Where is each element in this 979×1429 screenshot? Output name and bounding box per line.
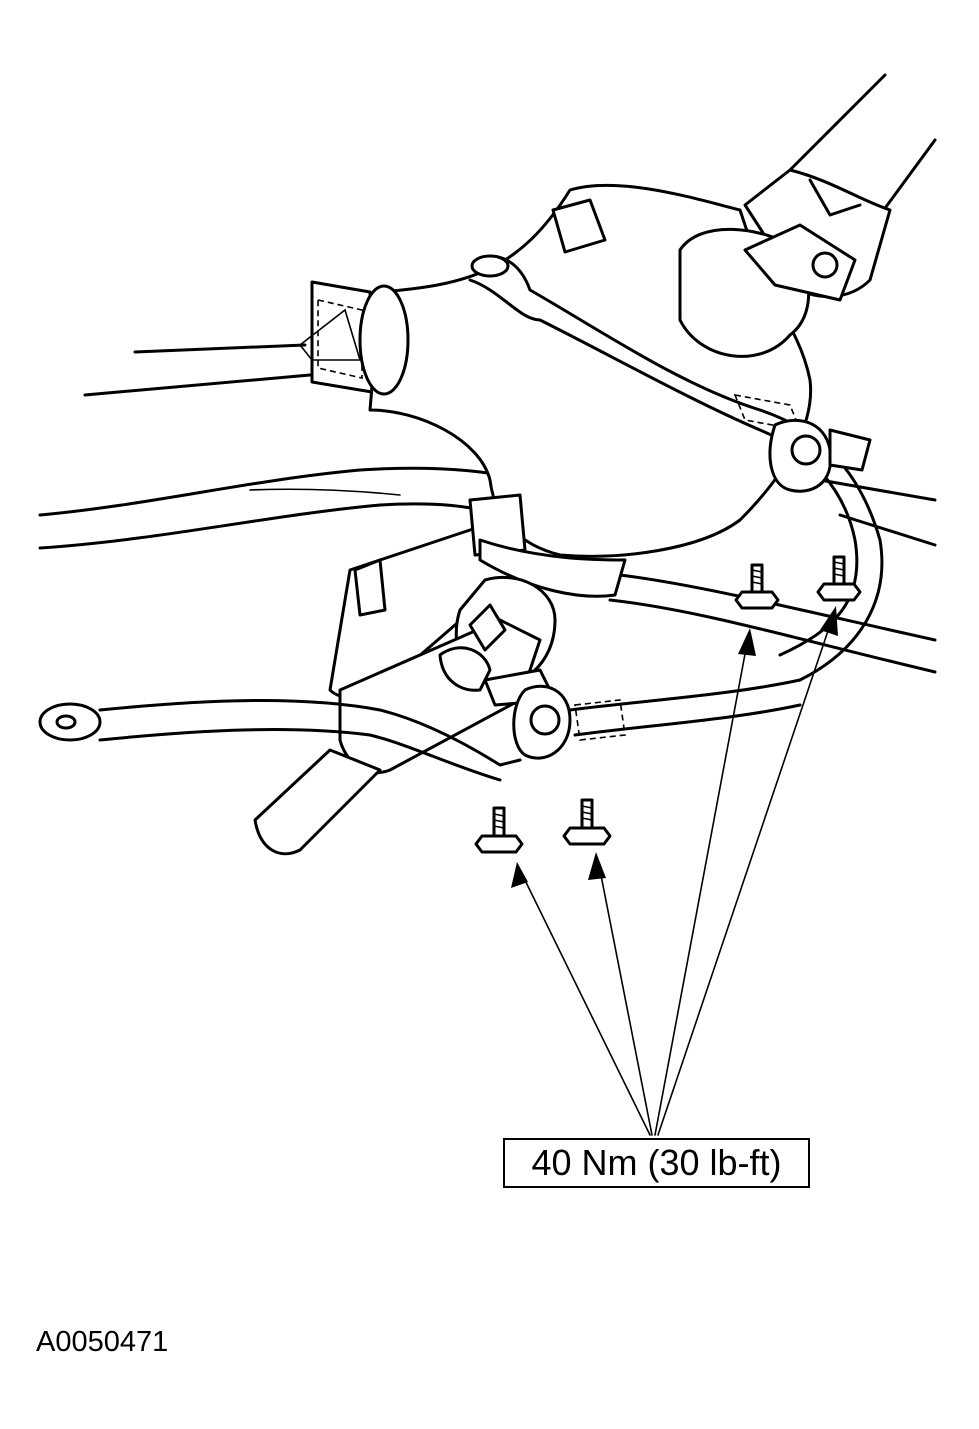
torque-spec-label: 40 Nm (30 lb-ft) [503, 1138, 810, 1188]
upper-bushing-bracket [768, 418, 872, 493]
leader-lines [519, 615, 834, 1136]
bolt-icon [816, 555, 862, 602]
bolt-icon [734, 563, 780, 610]
arrow-icon [511, 606, 838, 888]
bolt-icon [474, 806, 524, 854]
rack-housing [253, 493, 627, 856]
intermediate-shaft [678, 73, 937, 358]
stabilizer-bar-lower [38, 678, 802, 782]
figure-id: A0050471 [36, 1326, 169, 1358]
lower-bushing-clamp [438, 603, 572, 760]
bolt-icon [562, 798, 612, 846]
frame-rails [38, 343, 937, 674]
